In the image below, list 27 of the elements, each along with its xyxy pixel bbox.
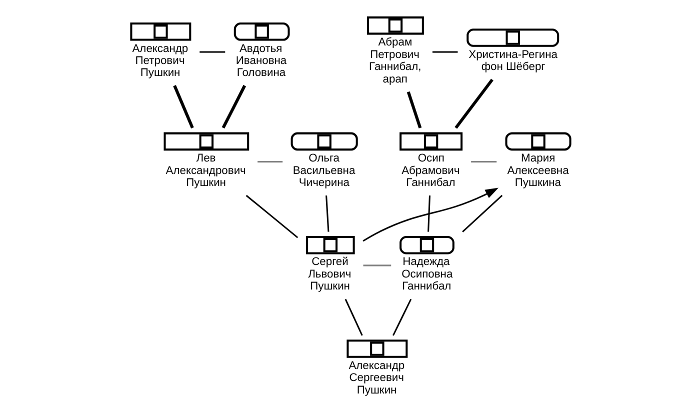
node-label: Ольга Васильевна Чичерина: [292, 152, 355, 189]
connector: [454, 78, 493, 129]
node-label: Лев Александрович Пушкин: [165, 152, 246, 189]
connector: [362, 264, 391, 266]
connector: [470, 161, 496, 163]
connector: [172, 85, 194, 128]
connector: [325, 195, 329, 232]
connector: [462, 194, 502, 232]
connector: [427, 195, 430, 232]
connector: [406, 91, 422, 128]
arrow: [362, 188, 498, 242]
node-label: Мария Алексеевна Пушкина: [506, 152, 568, 189]
connector: [199, 51, 225, 53]
connector: [245, 194, 298, 238]
node-label: Христина-Регина фон Шёберг: [468, 48, 557, 74]
node-label: Авдотья Ивановна Головина: [235, 42, 286, 80]
connector: [392, 298, 412, 336]
node-label: Александр Петрович Пушкин: [132, 42, 188, 80]
connector: [344, 298, 362, 336]
node-label: Абрам Петрович Ганнибал, арап: [368, 36, 421, 86]
connector: [221, 84, 246, 129]
node-label: Сергей Львович Пушкин: [308, 256, 351, 293]
node-label: Александр Сергеевич Пушкин: [348, 360, 404, 396]
connector: [257, 161, 282, 163]
node-label: Надежда Осиповна Ганнибал: [401, 256, 452, 293]
connector: [432, 51, 458, 53]
node-label: Осип Абрамович Ганнибал: [401, 152, 460, 189]
